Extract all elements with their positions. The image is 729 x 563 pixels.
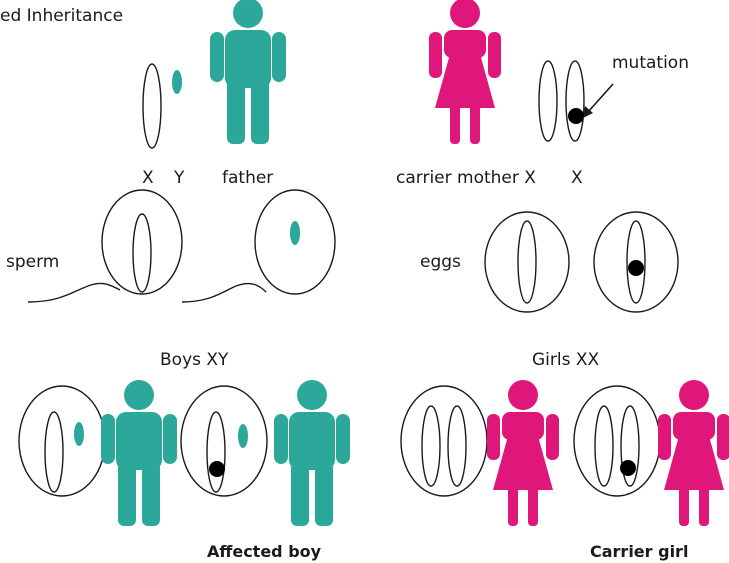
- girls-label: Girls XX: [532, 350, 600, 370]
- y-label: Y: [173, 168, 185, 188]
- x-chromosome: [539, 61, 557, 141]
- cell: [401, 386, 487, 496]
- egg-mutated: [594, 212, 678, 312]
- boys-label: Boys XY: [160, 350, 229, 370]
- x-chromosome-mutated: [566, 61, 584, 141]
- father-label: father: [222, 168, 273, 188]
- girl-carrier-chromosomes: [574, 386, 660, 496]
- sperm-tail: [182, 284, 266, 302]
- mutation-dot: [620, 460, 636, 476]
- cell: [574, 386, 660, 496]
- x-chromosome: [518, 221, 536, 303]
- mutation-dot: [209, 461, 225, 477]
- x-chromosome-mutated: [207, 412, 225, 492]
- sperm-x: [28, 190, 182, 302]
- carrier-girl-label: Carrier girl: [590, 542, 688, 561]
- mother-figure: [429, 0, 501, 144]
- x-chromosome: [422, 406, 440, 486]
- girl-normal-chromosomes: [401, 386, 487, 496]
- carrier-mother-label: carrier mother X: [396, 168, 536, 188]
- x-chromosome: [45, 412, 63, 492]
- x-chromosome: [133, 214, 151, 292]
- diagram-title: ed Inheritance: [0, 6, 123, 26]
- carrier-girl-figure: [658, 380, 729, 526]
- sperm-y: [182, 190, 335, 302]
- y-chromosome: [172, 70, 182, 94]
- girl-figure: [487, 380, 559, 526]
- affected-boy-label: Affected boy: [207, 542, 322, 561]
- sperm-tail: [28, 283, 120, 302]
- mother-chromosomes: [539, 61, 584, 141]
- eggs-label: eggs: [420, 252, 461, 272]
- y-chromosome: [238, 424, 248, 448]
- mutation-label: mutation: [612, 53, 689, 73]
- mutation-dot: [628, 260, 644, 276]
- y-chromosome: [74, 422, 84, 446]
- boy-unaffected-chromosomes: [19, 386, 105, 496]
- y-chromosome: [290, 221, 300, 245]
- affected-boy-figure: [274, 380, 350, 526]
- x-label: X: [142, 168, 154, 188]
- egg-normal: [485, 212, 569, 312]
- boy-figure: [101, 380, 177, 526]
- x-chromosome: [448, 406, 466, 486]
- x-label-2: X: [571, 168, 583, 188]
- x-chromosome: [143, 64, 161, 148]
- mutation-dot: [568, 108, 584, 124]
- mutation-arrow: [588, 84, 613, 112]
- x-chromosome: [595, 406, 613, 486]
- father-figure: [210, 0, 286, 144]
- sperm-label: sperm: [6, 252, 59, 272]
- father-chromosomes: [143, 64, 182, 148]
- boy-affected-chromosomes: [181, 386, 267, 496]
